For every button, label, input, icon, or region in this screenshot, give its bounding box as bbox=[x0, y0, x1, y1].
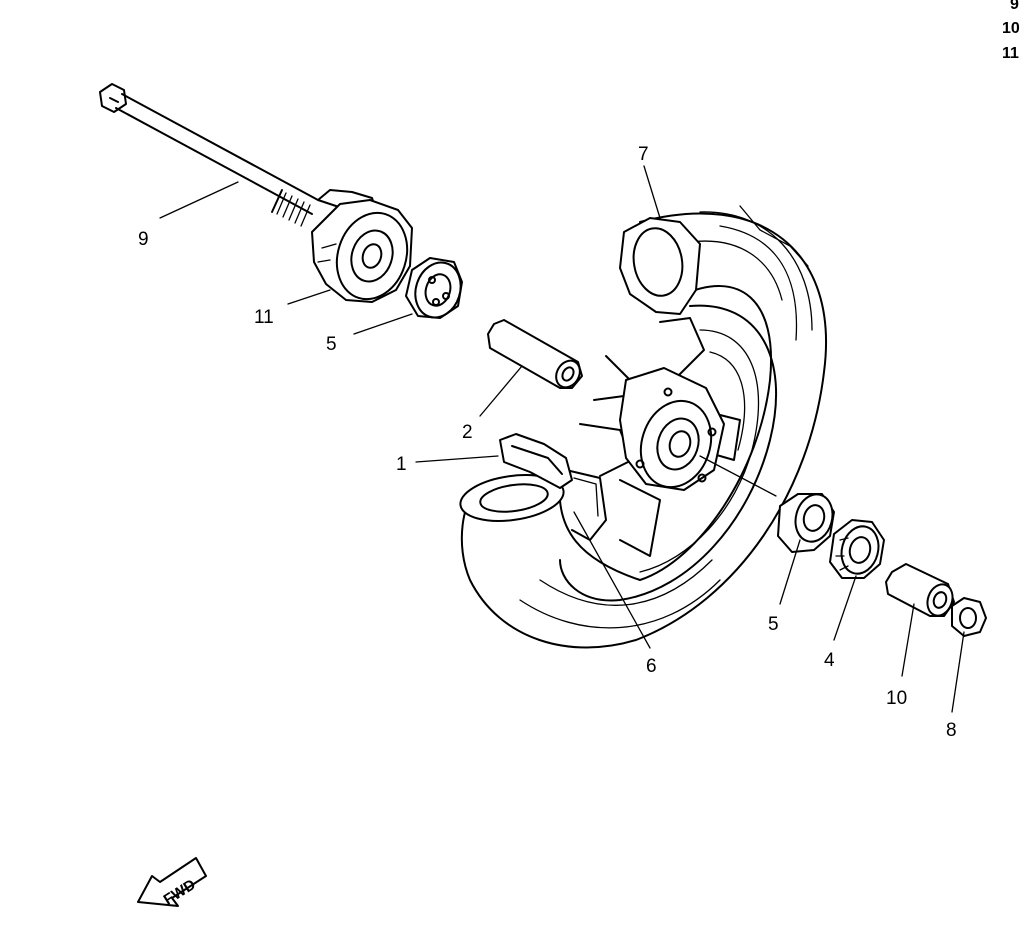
callout-labels: 9 11 5 2 1 7 6 5 4 10 8 bbox=[138, 144, 957, 741]
gear-unit-part-11 bbox=[311, 189, 413, 303]
callout-6: 6 bbox=[646, 656, 657, 677]
oil-seal-part-4 bbox=[829, 519, 885, 579]
callout-4: 4 bbox=[824, 650, 835, 671]
right-bearing-part-5 bbox=[777, 493, 835, 553]
nut-part-8 bbox=[951, 597, 987, 637]
axle-part-9 bbox=[99, 83, 319, 227]
callout-5-right: 5 bbox=[768, 614, 779, 635]
collar-part-10 bbox=[885, 563, 955, 617]
callout-10: 10 bbox=[886, 688, 907, 709]
callout-11: 11 bbox=[254, 307, 274, 328]
left-bearing-part-5 bbox=[405, 257, 463, 319]
callout-2: 2 bbox=[462, 422, 473, 443]
callout-7: 7 bbox=[638, 144, 649, 165]
corner-item-9: 9 bbox=[1010, 0, 1019, 13]
wheel-assembly bbox=[459, 205, 827, 649]
callout-1: 1 bbox=[396, 454, 407, 475]
corner-item-10: 10 bbox=[1002, 20, 1020, 37]
callout-5-left: 5 bbox=[326, 334, 337, 355]
callout-9: 9 bbox=[138, 229, 149, 250]
callout-8: 8 bbox=[946, 720, 957, 741]
part-1-section bbox=[499, 433, 573, 489]
fwd-direction-indicator: FWD bbox=[137, 857, 207, 909]
spacer-part-2 bbox=[487, 319, 583, 389]
corner-item-11: 11 bbox=[1002, 45, 1019, 62]
corner-parts-list: 9 10 11 bbox=[1002, 0, 1020, 62]
leader-lines bbox=[159, 165, 965, 713]
